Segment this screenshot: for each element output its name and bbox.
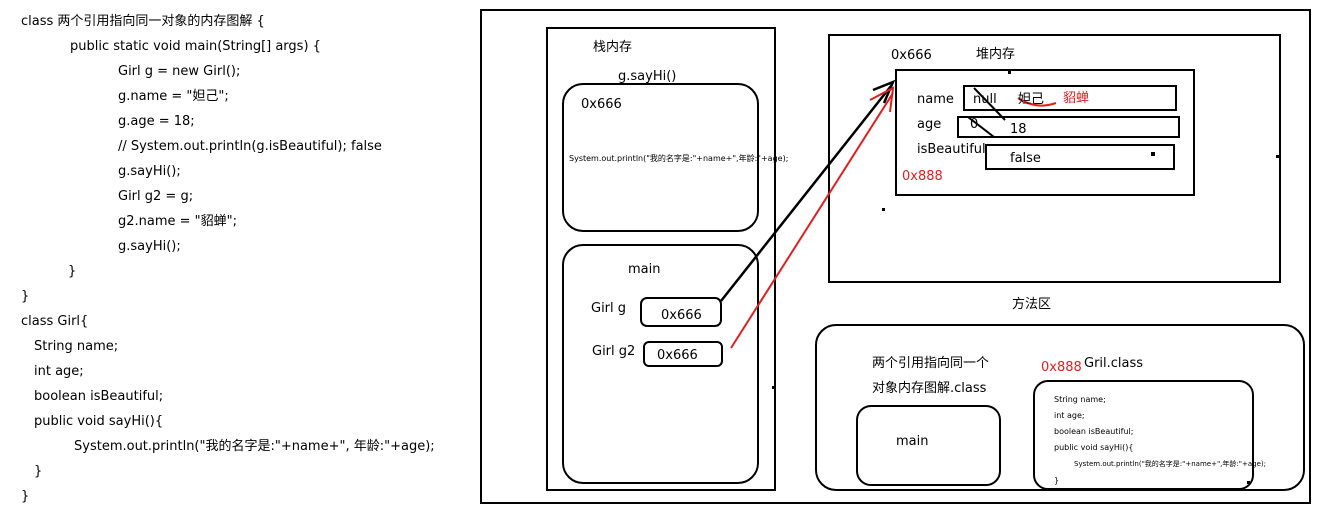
field-name-label: name <box>917 92 954 107</box>
object-box <box>895 69 1195 196</box>
code-line: String name; <box>34 339 119 354</box>
strike-daji <box>1017 97 1057 107</box>
heap-class-pointer: 0x888 <box>902 169 943 184</box>
age-value: 18 <box>1010 122 1027 137</box>
class2-field: } <box>1054 476 1060 485</box>
class2-field: String name; <box>1054 395 1106 404</box>
arrow-g-head <box>872 79 896 104</box>
gril-class-box <box>1033 380 1254 490</box>
heap-box <box>828 34 1281 283</box>
age-old-value: 0 <box>970 117 979 132</box>
name-cell <box>963 85 1177 111</box>
outer-frame <box>480 9 1311 504</box>
code-line: Girl g = new Girl(); <box>118 64 241 79</box>
var-g-label: Girl g <box>591 301 627 316</box>
code-line: g.sayHi(); <box>118 239 181 254</box>
isbeautiful-value: false <box>1010 151 1041 166</box>
class2-field: public void sayHi(){ <box>1054 443 1134 452</box>
field-isbeautiful-label: isBeautiful <box>917 142 986 157</box>
var-g2-box <box>643 341 723 367</box>
dot-mark <box>1247 481 1250 484</box>
code-line: } <box>68 264 77 279</box>
sayhi-address: 0x666 <box>581 97 622 112</box>
var-g-box <box>640 297 722 327</box>
heap-title: 堆内存 <box>976 47 1016 62</box>
code-line: boolean isBeautiful; <box>34 389 164 404</box>
dot-mark <box>772 386 775 389</box>
arrow-g-to-heap <box>720 85 892 302</box>
var-g-value: 0x666 <box>661 308 702 323</box>
strike-zero <box>967 116 995 138</box>
code-line: } <box>21 489 30 504</box>
age-cell <box>957 116 1180 138</box>
class2-name: Gril.class <box>1084 356 1144 371</box>
code-line: g.sayHi(); <box>118 164 181 179</box>
name-value-2: 貂蝉 <box>1063 91 1090 106</box>
code-line: public void sayHi(){ <box>34 414 164 429</box>
var-g2-value: 0x666 <box>657 348 698 363</box>
dot-mark <box>1151 152 1155 156</box>
code-line: class 两个引用指向同一对象的内存图解 { <box>21 14 265 29</box>
code-line: g2.name = "貂蝉"; <box>118 214 238 229</box>
heap-address: 0x666 <box>891 48 932 63</box>
main-frame <box>562 244 759 484</box>
isbeautiful-cell <box>985 144 1175 170</box>
sayhi-statement: System.out.println("我的名字是:"+name+",年龄:"+… <box>569 154 789 163</box>
code-listing: class 两个引用指向同一对象的内存图解 { public static vo… <box>0 0 470 511</box>
main-method-label: main <box>896 434 929 449</box>
class2-field: boolean isBeautiful; <box>1054 427 1134 436</box>
code-line: // System.out.println(g.isBeautiful); fa… <box>118 139 382 154</box>
sayhi-frame <box>562 83 759 232</box>
dot-mark <box>1276 155 1279 158</box>
stack-box <box>546 27 776 491</box>
name-value-1: 妲己 <box>1018 92 1045 107</box>
class1-name-line2: 对象内存图解.class <box>872 381 987 396</box>
stack-title: 栈内存 <box>593 40 633 55</box>
sayhi-label: g.sayHi() <box>618 69 677 84</box>
strike-null <box>973 87 1006 121</box>
code-line: System.out.println("我的名字是:"+name+", 年龄:"… <box>74 439 435 454</box>
class1-name-line1: 两个引用指向同一个 <box>872 356 990 371</box>
class2-field: System.out.println("我的名字是:"+name+",年龄:"+… <box>1074 460 1266 468</box>
code-line: } <box>21 289 30 304</box>
name-old-value: null <box>973 92 997 107</box>
code-line: int age; <box>34 364 84 379</box>
code-line: g.name = "妲己"; <box>118 89 229 104</box>
main-label: main <box>628 262 661 277</box>
dot-mark <box>882 208 885 211</box>
method-area-title: 方法区 <box>1012 297 1052 312</box>
class2-address: 0x888 <box>1041 360 1082 375</box>
code-line: Girl g2 = g; <box>118 189 194 204</box>
var-g2-label: Girl g2 <box>592 344 636 359</box>
main-method-box <box>856 405 1001 486</box>
field-age-label: age <box>917 117 942 132</box>
code-line: g.age = 18; <box>118 114 195 129</box>
code-line: public static void main(String[] args) { <box>70 39 321 54</box>
class2-field: int age; <box>1054 411 1085 420</box>
code-line: class Girl{ <box>21 314 89 329</box>
code-line: } <box>34 464 43 479</box>
dot-mark <box>1008 71 1011 74</box>
arrow-g2-head <box>869 86 895 113</box>
arrow-g2-to-heap <box>730 92 894 349</box>
